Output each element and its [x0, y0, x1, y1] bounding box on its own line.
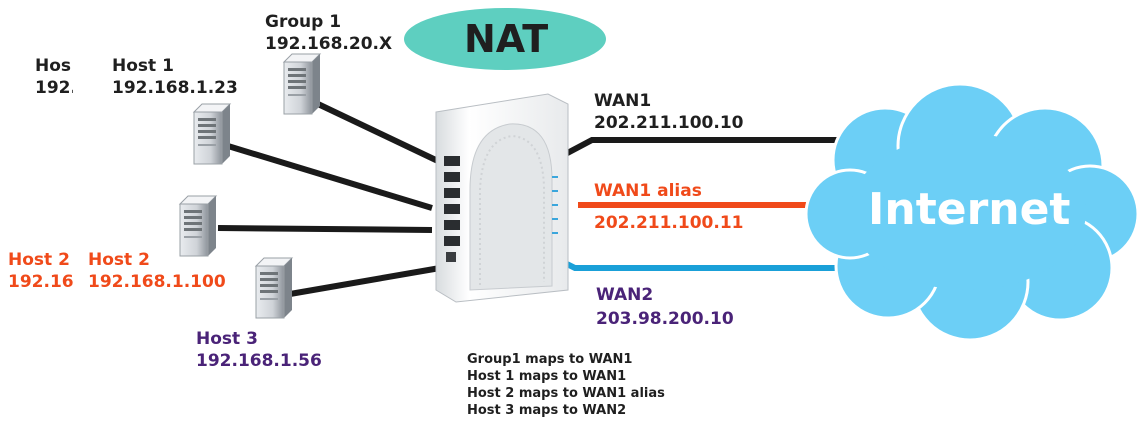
wan1-alias-title: WAN1 alias [594, 181, 702, 201]
host2-server-icon [179, 195, 217, 257]
host2-ip: 192.168.1.100 [88, 272, 226, 292]
nat-label: NAT [464, 17, 549, 61]
wan2-title: WAN2 [596, 285, 654, 305]
host1-ip: 192.168.1.23 [112, 78, 238, 98]
router [435, 93, 569, 303]
host-partial-2-ip: 192.16 [8, 272, 74, 292]
host2-link [217, 225, 433, 233]
host3-server-icon [255, 257, 293, 319]
nat-ellipse [404, 8, 606, 70]
host-partial-2-title: Host 2 [8, 250, 70, 270]
mapping-item: Host 3 maps to WAN2 [467, 403, 627, 418]
host3-link [289, 265, 441, 297]
host3-title: Host 3 [196, 329, 258, 349]
host-partial-1-ip: 192. [35, 78, 73, 98]
mapping-item: Group1 maps to WAN1 [467, 352, 633, 367]
group1-link [316, 101, 442, 165]
host-partial-1-title: Hos [35, 56, 72, 76]
group1-title: Group 1 [265, 12, 342, 32]
mapping-item: Host 1 maps to WAN1 [467, 369, 627, 384]
host2-title: Host 2 [88, 250, 150, 270]
wan2-ip: 203.98.200.10 [596, 309, 734, 329]
mapping-item: Host 2 maps to WAN1 alias [467, 386, 665, 401]
host1-link [227, 143, 433, 211]
host1-title: Host 1 [112, 56, 174, 76]
host3-ip: 192.168.1.56 [196, 351, 322, 371]
wan1-line [556, 137, 890, 161]
wan1-alias-ip: 202.211.100.11 [594, 213, 744, 233]
mapping-legend: Group1 maps to WAN1 Host 1 maps to WAN1 … [467, 351, 665, 419]
group1-server-icon [283, 53, 321, 115]
wan1-title: WAN1 [594, 91, 652, 111]
internet-label: Internet [868, 184, 1071, 235]
host1-server-icon [193, 103, 231, 165]
wan1-ip: 202.211.100.10 [594, 113, 744, 133]
group1-ip: 192.168.20.X [265, 34, 393, 54]
